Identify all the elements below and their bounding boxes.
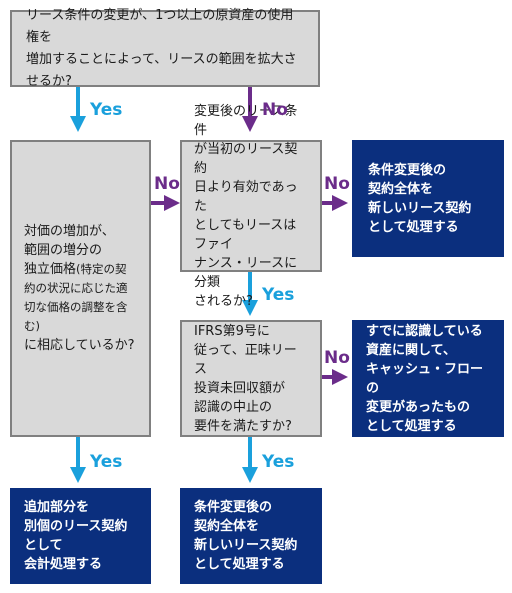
no-label-left-mid: No — [154, 174, 180, 194]
mid-question-1-box: 変更後のリース条件 が当初のリース契約 日より有効であった としてもリースはファ… — [180, 104, 322, 309]
result-right-1-text: 条件変更後の 契約全体を 新しいリース契約 として処理する — [368, 162, 472, 235]
result-right-2-text: すでに認識している 資産に関して、 キャッシュ・フローの 変更があったもの とし… — [366, 323, 484, 434]
result-bottom-mid-box: 条件変更後の 契約全体を 新しいリース契約 として処理する — [180, 488, 322, 584]
left-question-line4: に相応しているか? — [24, 338, 135, 353]
no-label-mid1-right: No — [324, 174, 350, 194]
result-bottom-left-box: 追加部分を 別個のリース契約 として 会計処理する — [10, 488, 151, 584]
mid-question-1-text: 変更後のリース条件 が当初のリース契約 日より有効であった としてもリースはファ… — [194, 103, 298, 309]
result-right-1-box: 条件変更後の 契約全体を 新しいリース契約 として処理する — [352, 140, 504, 257]
no-label-mid2-right: No — [324, 348, 350, 368]
yes-label-mid-bottom: Yes — [262, 452, 295, 472]
left-question-line2: 範囲の増分の — [24, 243, 103, 258]
left-question-line3: 独立価格 — [24, 262, 77, 277]
top-question-line1: リース条件の変更が、1つ以上の原資産の使用権を — [26, 7, 294, 45]
yes-label-mid1-mid2: Yes — [262, 285, 295, 305]
no-label-top-mid: No — [262, 100, 288, 120]
result-bottom-mid-text: 条件変更後の 契約全体を 新しいリース契約 として処理する — [194, 500, 298, 572]
mid-question-2-box: IFRS第9号に 従って、正味リース 投資未回収額が 認識の中止の 要件を満たす… — [180, 320, 322, 437]
left-question-line1: 対価の増加が、 — [24, 224, 115, 239]
top-question-box: リース条件の変更が、1つ以上の原資産の使用権を 増加することによって、リースの範… — [10, 8, 320, 89]
left-question-box: 対価の増加が、 範囲の増分の 独立価格(特定の契約の状況に応じた適切な価格の調整… — [10, 140, 151, 437]
mid-question-2-text: IFRS第9号に 従って、正味リース 投資未回収額が 認識の中止の 要件を満たす… — [194, 323, 297, 434]
top-question-line2: 増加することによって、リースの範囲を拡大させるか? — [26, 51, 297, 89]
yes-label-top-left: Yes — [90, 100, 123, 120]
left-question-note: (特定の契約の状況に応じた適切な価格の調整を含む) — [24, 262, 128, 333]
result-bottom-left-text: 追加部分を 別個のリース契約 として 会計処理する — [24, 500, 128, 572]
yes-label-left-bottom: Yes — [90, 452, 123, 472]
result-right-2-box: すでに認識している 資産に関して、 キャッシュ・フローの 変更があったもの とし… — [352, 320, 504, 437]
